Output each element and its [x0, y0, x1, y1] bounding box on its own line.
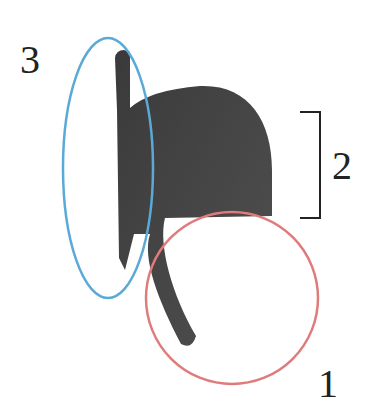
highlight-circle	[146, 212, 318, 384]
dimension-bracket	[300, 112, 320, 218]
callout-number: 2	[332, 146, 352, 186]
seal-profile	[115, 50, 272, 346]
callout-number: 3	[20, 40, 40, 80]
callout-number: 1	[318, 364, 338, 404]
highlight-ellipse	[63, 38, 153, 298]
